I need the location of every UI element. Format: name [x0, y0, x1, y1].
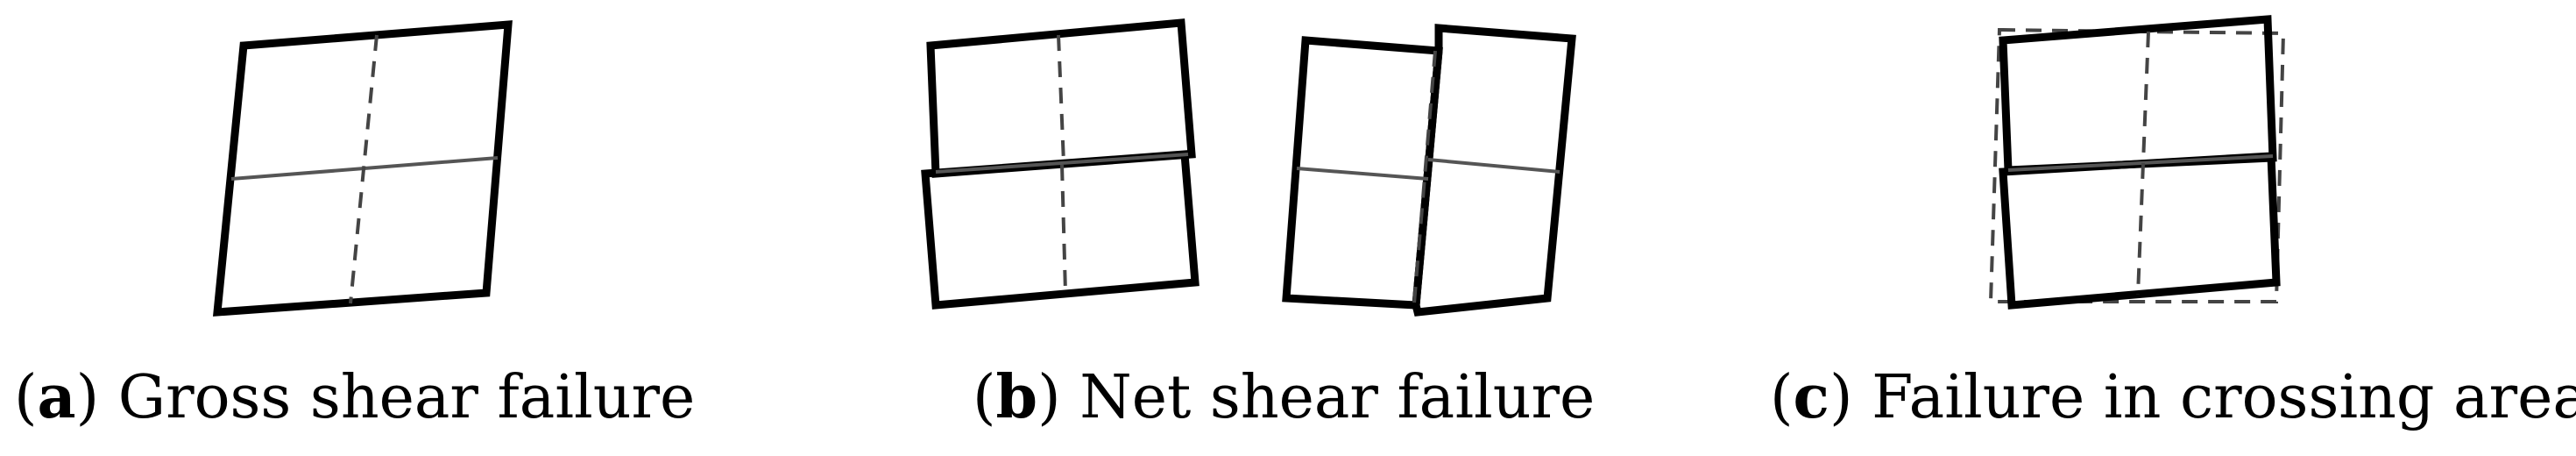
net-shear-left-dashed-bottom [1060, 164, 1067, 294]
crossing-mid-line [2007, 154, 2274, 172]
diagram-gross-shear [212, 20, 513, 317]
crossing-top-block [1999, 15, 2277, 175]
net-shear-right-mid-line-right [1427, 158, 1560, 174]
caption-text: Net shear failure [1079, 363, 1596, 432]
diagram-crossing-failure [1988, 15, 2286, 310]
caption-net-shear: (b) Net shear failure [973, 362, 1596, 432]
net-shear-left-bottom-block [921, 150, 1200, 310]
caption-letter: a [37, 362, 76, 432]
caption-text: Gross shear failure [117, 363, 696, 432]
caption-gross-shear: (a) Gross shear failure [14, 362, 696, 432]
net-shear-left-dashed-top [1057, 34, 1065, 164]
net-shear-right-right-block [1412, 24, 1576, 317]
diagram-net-shear-left [921, 18, 1200, 310]
caption-letter: c [1793, 362, 1829, 432]
net-shear-right-mid-line-left [1296, 167, 1429, 181]
diagram-net-shear-right [1282, 24, 1576, 317]
net-shear-left-mid-line [935, 153, 1189, 174]
caption-letter: b [995, 362, 1038, 432]
caption-crossing-failure: (c) Failure in crossing areas [1770, 358, 2576, 437]
caption-text: Failure in crossing areas [1872, 363, 2576, 432]
crossing-dashed-vertical [2136, 31, 2150, 296]
gross-shear-outline [212, 20, 513, 317]
gross-shear-dashed-line [349, 34, 379, 304]
crossing-original-dashed-outline [1988, 27, 2286, 303]
net-shear-right-dashed-line [1412, 50, 1437, 304]
net-shear-left-top-block [926, 18, 1196, 178]
